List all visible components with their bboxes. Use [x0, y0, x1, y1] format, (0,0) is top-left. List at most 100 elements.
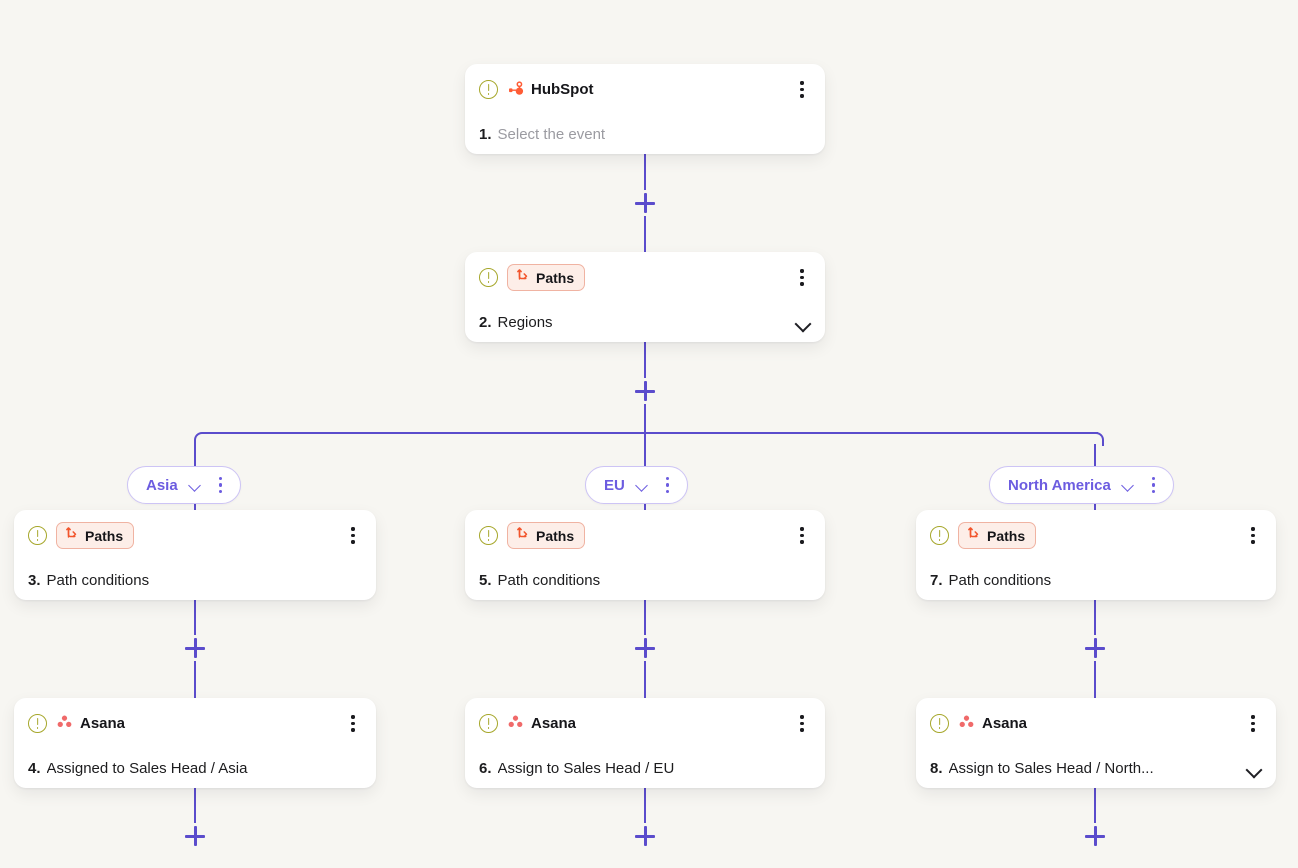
kebab-menu-icon[interactable]	[1244, 713, 1262, 735]
app-identity: Paths	[958, 522, 1235, 549]
branch-pill-asia[interactable]: Asia	[127, 466, 241, 504]
alert-circle-icon	[479, 268, 498, 287]
step-label: Path conditions	[948, 572, 1052, 589]
app-name: Asana	[80, 715, 126, 732]
connector-trigger-to-paths-lower	[644, 214, 646, 252]
step-number: 8.	[930, 760, 943, 777]
add-step-button-after-paths[interactable]	[632, 378, 658, 404]
branch-corner-left	[194, 432, 208, 446]
asana-logo-icon	[56, 713, 73, 735]
app-identity: Paths	[507, 522, 784, 549]
node-card-north-america-action[interactable]: Asana 8. Assign to Sales Head / North...	[916, 698, 1276, 788]
kebab-menu-icon[interactable]	[793, 713, 811, 735]
app-identity: Asana	[958, 713, 1235, 735]
node-body: 3. Path conditions	[14, 561, 376, 600]
step-number: 2.	[479, 314, 492, 331]
node-card-eu-action[interactable]: Asana 6. Assign to Sales Head / EU	[465, 698, 825, 788]
connector-na-condition-to-action-upper	[1094, 598, 1096, 636]
kebab-menu-icon[interactable]	[1244, 525, 1262, 547]
connector-paths-to-fork-upper	[644, 342, 646, 380]
paths-badge: Paths	[507, 522, 586, 549]
branch-corner-right	[1090, 432, 1104, 446]
app-identity: Asana	[56, 713, 335, 735]
connector-asia-action-to-add	[194, 786, 196, 824]
branch-bus	[202, 432, 1098, 434]
asana-logo-icon	[507, 713, 524, 735]
add-step-button-asia-middle[interactable]	[182, 635, 208, 661]
node-header: Paths	[916, 510, 1276, 561]
step-number: 7.	[930, 572, 943, 589]
branch-pill-north-america[interactable]: North America	[989, 466, 1174, 504]
kebab-menu-icon[interactable]	[344, 713, 362, 735]
app-identity: Paths	[56, 522, 335, 549]
alert-circle-icon	[479, 714, 498, 733]
alert-circle-icon	[479, 526, 498, 545]
node-body: 8. Assign to Sales Head / North...	[916, 749, 1276, 788]
branch-drop-north-america	[1094, 444, 1096, 467]
app-identity: Paths	[507, 264, 784, 291]
alert-circle-icon	[28, 526, 47, 545]
chevron-down-icon[interactable]	[635, 481, 649, 490]
node-header: Asana	[465, 698, 825, 749]
connector-eu-pill-to-condition	[644, 503, 646, 513]
chevron-down-icon[interactable]	[795, 318, 811, 328]
app-name: HubSpot	[531, 81, 594, 98]
node-body: 6. Assign to Sales Head / EU	[465, 749, 825, 788]
connector-eu-condition-to-action-upper	[644, 598, 646, 636]
app-identity: HubSpot	[507, 79, 784, 101]
app-identity: Asana	[507, 713, 784, 735]
add-step-button-na-middle[interactable]	[1082, 635, 1108, 661]
kebab-menu-icon[interactable]	[659, 474, 677, 496]
step-number: 4.	[28, 760, 41, 777]
connector-eu-condition-to-action-lower	[644, 660, 646, 698]
node-card-trigger[interactable]: HubSpot 1. Select the event	[465, 64, 825, 154]
kebab-menu-icon[interactable]	[1145, 474, 1163, 496]
connector-asia-pill-to-condition	[194, 503, 196, 513]
connector-trigger-to-paths	[644, 152, 646, 192]
paths-badge: Paths	[507, 264, 586, 291]
app-name: Paths	[536, 269, 575, 286]
add-step-button-eu-bottom[interactable]	[632, 823, 658, 849]
node-body: 1. Select the event	[465, 115, 825, 154]
node-header: HubSpot	[465, 64, 825, 115]
chevron-down-icon[interactable]	[1246, 764, 1262, 774]
node-card-eu-condition[interactable]: Paths 5. Path conditions	[465, 510, 825, 600]
alert-circle-icon	[28, 714, 47, 733]
node-card-asia-condition[interactable]: Paths 3. Path conditions	[14, 510, 376, 600]
kebab-menu-icon[interactable]	[793, 525, 811, 547]
step-number: 5.	[479, 572, 492, 589]
add-step-button-na-bottom[interactable]	[1082, 823, 1108, 849]
branch-drop-asia	[194, 444, 196, 467]
connector-asia-condition-to-action-upper	[194, 598, 196, 636]
add-step-button-after-trigger[interactable]	[632, 190, 658, 216]
add-step-button-asia-bottom[interactable]	[182, 823, 208, 849]
add-step-button-eu-middle[interactable]	[632, 635, 658, 661]
step-number: 6.	[479, 760, 492, 777]
chevron-down-icon[interactable]	[1121, 481, 1135, 490]
asana-logo-icon	[958, 713, 975, 735]
chevron-down-icon[interactable]	[188, 481, 202, 490]
branch-pill-eu[interactable]: EU	[585, 466, 688, 504]
node-card-paths-root[interactable]: Paths 2. Regions	[465, 252, 825, 342]
kebab-menu-icon[interactable]	[344, 525, 362, 547]
kebab-menu-icon[interactable]	[212, 474, 230, 496]
paths-badge: Paths	[56, 522, 135, 549]
node-card-asia-action[interactable]: Asana 4. Assigned to Sales Head / Asia	[14, 698, 376, 788]
node-body: 5. Path conditions	[465, 561, 825, 600]
node-body: 4. Assigned to Sales Head / Asia	[14, 749, 376, 788]
paths-branch-icon	[516, 526, 530, 545]
kebab-menu-icon[interactable]	[793, 267, 811, 289]
connector-na-pill-to-condition	[1094, 503, 1096, 513]
alert-circle-icon	[930, 714, 949, 733]
step-label: Assign to Sales Head / North...	[948, 760, 1154, 777]
node-header: Paths	[14, 510, 376, 561]
kebab-menu-icon[interactable]	[793, 79, 811, 101]
connector-eu-action-to-add	[644, 786, 646, 824]
node-card-north-america-condition[interactable]: Paths 7. Path conditions	[916, 510, 1276, 600]
branch-pill-label: North America	[1008, 476, 1111, 494]
branch-drop-eu	[644, 432, 646, 467]
node-header: Asana	[14, 698, 376, 749]
node-header: Paths	[465, 510, 825, 561]
step-label: Select the event	[497, 126, 606, 143]
